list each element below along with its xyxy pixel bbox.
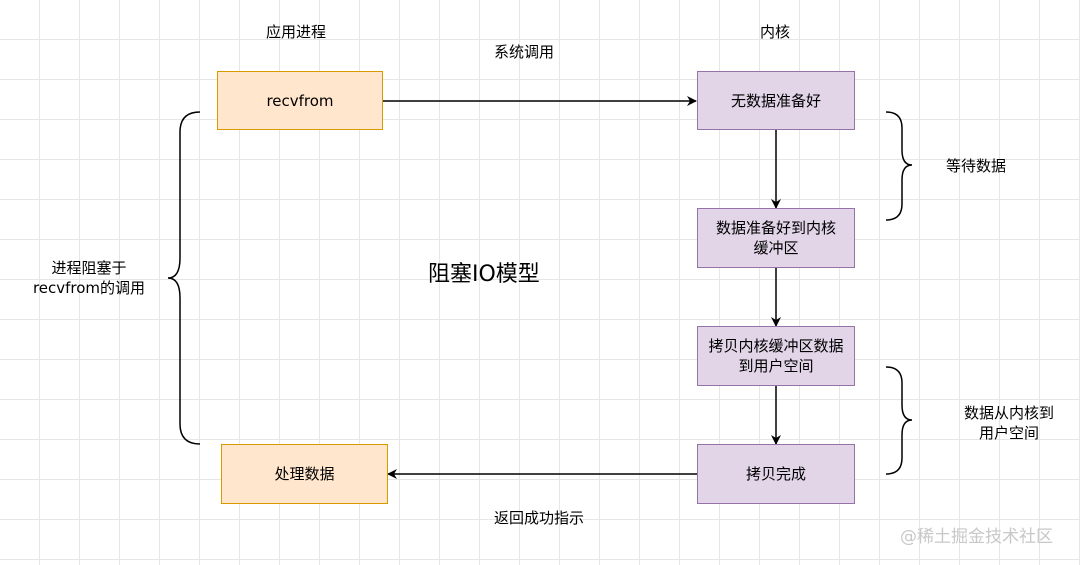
copy-buffer-line2: 到用户空间 <box>738 357 814 375</box>
data-ready-line2: 缓冲区 <box>753 239 799 257</box>
kernel-header: 内核 <box>760 23 791 41</box>
copy-data-line2: 用户空间 <box>978 424 1039 442</box>
copy-data-annotation: 数据从内核到 用户空间 <box>948 403 1070 443</box>
no-data-ready-label: 无数据准备好 <box>730 91 821 110</box>
copy-done-box: 拷贝完成 <box>697 444 855 504</box>
process-data-box: 处理数据 <box>221 444 388 504</box>
syscall-label: 系统调用 <box>494 43 555 61</box>
app-process-header: 应用进程 <box>266 23 327 41</box>
copy-buffer-line1: 拷贝内核缓冲区数据 <box>708 337 844 355</box>
copy-done-label: 拷贝完成 <box>745 465 806 483</box>
blocked-line2: recvfrom的调用 <box>32 279 146 297</box>
copy-buffer-box: 拷贝内核缓冲区数据 到用户空间 <box>697 326 855 386</box>
blocked-brace <box>167 111 201 445</box>
no-data-ready-box: 无数据准备好 <box>697 71 855 130</box>
blocked-annotation: 进程阻塞于 recvfrom的调用 <box>14 258 164 298</box>
watermark: @稀土掘金技术社区 <box>900 527 1053 547</box>
process-data-label: 处理数据 <box>274 465 335 483</box>
recvfrom-box: recvfrom <box>217 71 383 130</box>
wait-brace <box>885 111 913 221</box>
copy-data-line1: 数据从内核到 <box>963 404 1054 422</box>
recvfrom-label: recvfrom <box>266 91 334 110</box>
diagram-title: 阻塞IO模型 <box>428 262 540 287</box>
data-ready-box: 数据准备好到内核 缓冲区 <box>697 208 855 268</box>
data-ready-line1: 数据准备好到内核 <box>715 219 836 237</box>
return-success-label: 返回成功指示 <box>494 509 585 527</box>
copy-brace <box>885 366 913 475</box>
wait-data-label: 等待数据 <box>946 157 1007 175</box>
blocked-line1: 进程阻塞于 <box>51 259 127 277</box>
